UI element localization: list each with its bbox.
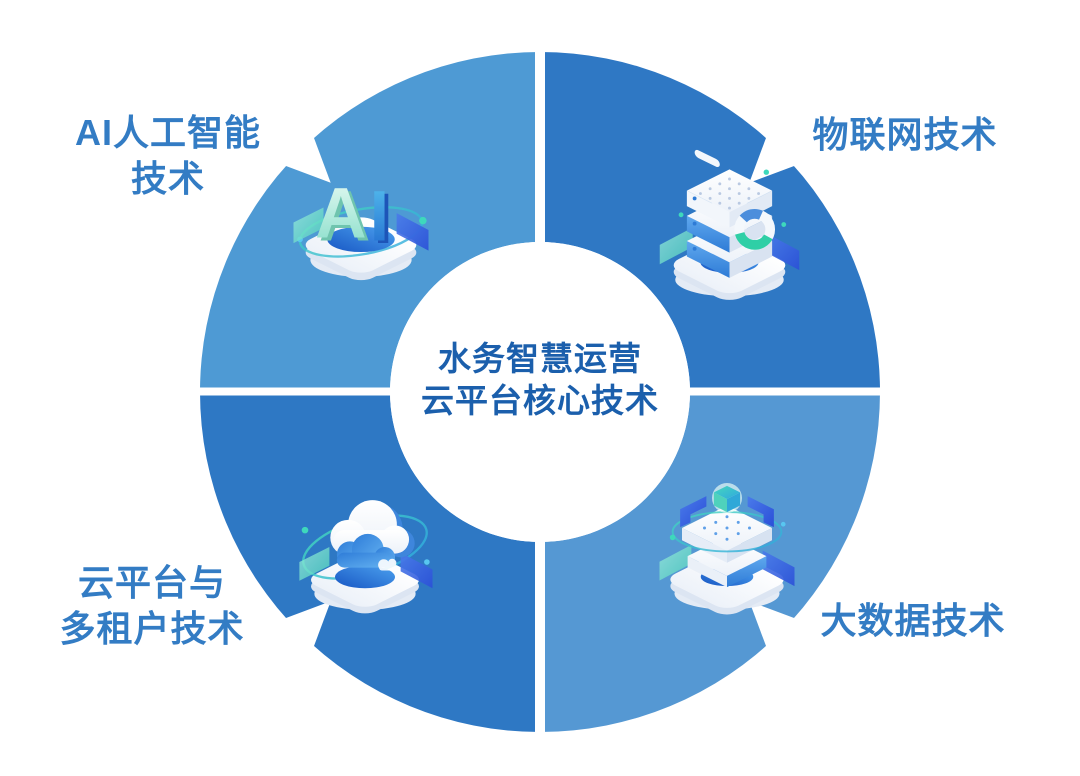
- notch-top-right: [749, 65, 867, 183]
- notch-top-left: [213, 65, 331, 183]
- label-line: AI人工智能: [74, 112, 261, 153]
- diagram-title: 水务智慧运营 云平台核心技术: [375, 338, 705, 422]
- label-line: 技术: [130, 158, 205, 199]
- title-line-1: 水务智慧运营: [438, 340, 642, 377]
- title-line-2: 云平台核心技术: [421, 382, 659, 419]
- label-ai-technology: AI人工智能 技术: [48, 110, 288, 202]
- notch-bottom-right: [749, 601, 867, 719]
- label-bigdata-technology: 大数据技术: [793, 598, 1033, 644]
- center-hub: [390, 242, 690, 542]
- label-line: 云平台与: [77, 562, 226, 603]
- label-iot-technology: 物联网技术: [790, 112, 1020, 158]
- label-line: 多租户技术: [59, 608, 245, 649]
- label-line: 大数据技术: [820, 600, 1006, 641]
- notch-bottom-left: [213, 601, 331, 719]
- label-cloud-multitenant-technology: 云平台与 多租户技术: [32, 560, 272, 652]
- label-line: 物联网技术: [812, 114, 998, 155]
